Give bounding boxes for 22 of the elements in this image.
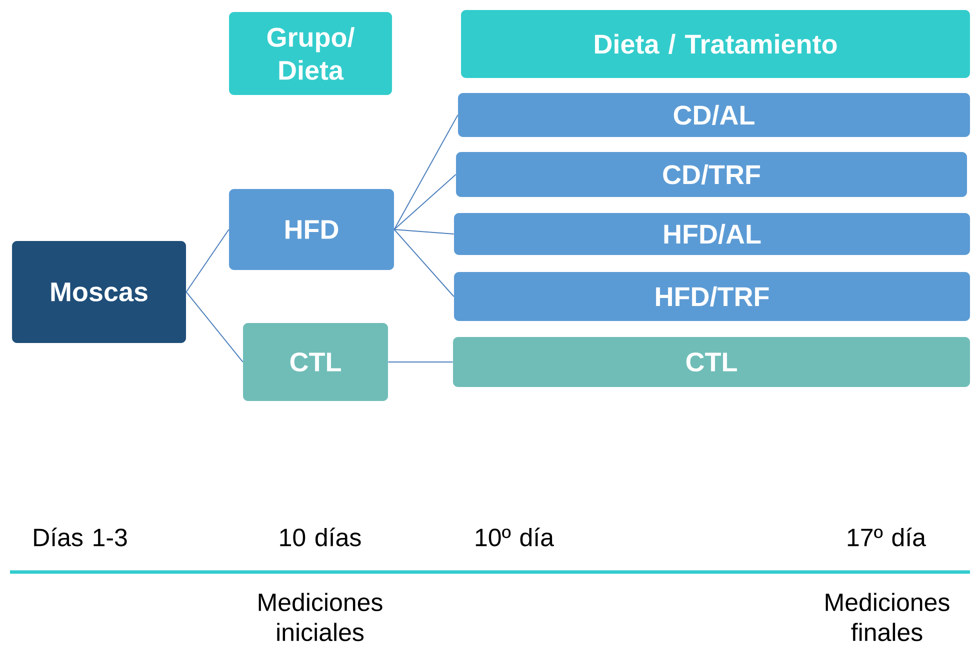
- treatment-box: HFD/AL: [454, 213, 970, 255]
- treatment-box: CD/AL: [458, 93, 970, 137]
- group-box: HFD: [229, 189, 394, 270]
- timeline-label: 10º día: [476, 528, 554, 546]
- connector-line: [394, 229, 454, 234]
- treatment-box: HFD/TRF: [454, 272, 970, 321]
- connector-line: [186, 292, 244, 362]
- connector-line: [394, 174, 456, 230]
- header-box: Dieta / Tratamiento: [461, 10, 970, 78]
- connector-line: [186, 229, 230, 292]
- connector-line: [394, 114, 458, 230]
- timeline-label: Días 1-3: [34, 528, 127, 546]
- treatment-box: CTL: [453, 337, 970, 387]
- timeline-label: 17º día: [848, 528, 926, 546]
- group-box: Moscas: [12, 241, 186, 343]
- timeline-label: 10 días: [280, 528, 361, 546]
- treatment-box: CD/TRF: [456, 152, 967, 197]
- timeline-label: Mediciones finales: [826, 592, 950, 642]
- header-box: Grupo/ Dieta: [229, 12, 392, 95]
- group-box: CTL: [243, 323, 388, 401]
- connector-line: [394, 229, 454, 297]
- timeline-label: Mediciones iniciales: [258, 592, 382, 642]
